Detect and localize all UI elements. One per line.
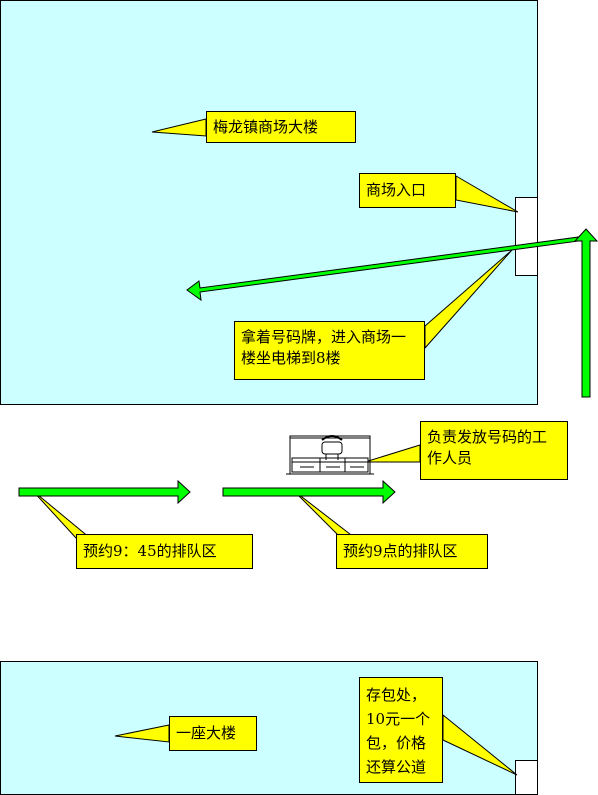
staff-label: 负责发放号码的工作人员 <box>420 421 568 480</box>
mall-building-label: 梅龙镇商场大楼 <box>206 111 356 143</box>
bag-storage-label: 存包处，10元一个包，价格还算公道 <box>359 677 443 783</box>
mall-entrance-label: 商场入口 <box>359 173 456 208</box>
tower-building-label: 一座大楼 <box>169 716 257 751</box>
route-arrow-up <box>573 228 598 398</box>
queue-9-arrow <box>222 479 396 505</box>
queue-945-label: 预约9：45的排队区 <box>76 534 253 569</box>
queue-9-callout-tail <box>292 489 357 539</box>
mall-entrance-callout-tail <box>455 175 519 213</box>
staff-callout-tail <box>364 444 421 463</box>
mall-building-callout-tail <box>151 118 207 137</box>
queue-945-arrow <box>18 479 191 505</box>
queue-945-callout-tail <box>31 489 92 539</box>
enter-mall-label: 拿着号码牌，进入商场一楼坐电梯到8楼 <box>234 321 425 380</box>
mall-entrance-door <box>515 197 538 276</box>
queue-9-label: 预约9点的排队区 <box>336 534 488 569</box>
tower-callout-tail <box>114 724 170 743</box>
desk-with-chair-icon <box>286 435 374 475</box>
bag-storage-callout-tail <box>442 713 518 776</box>
route-arrow-into-mall <box>186 235 587 302</box>
enter-mall-callout-tail <box>424 249 513 350</box>
